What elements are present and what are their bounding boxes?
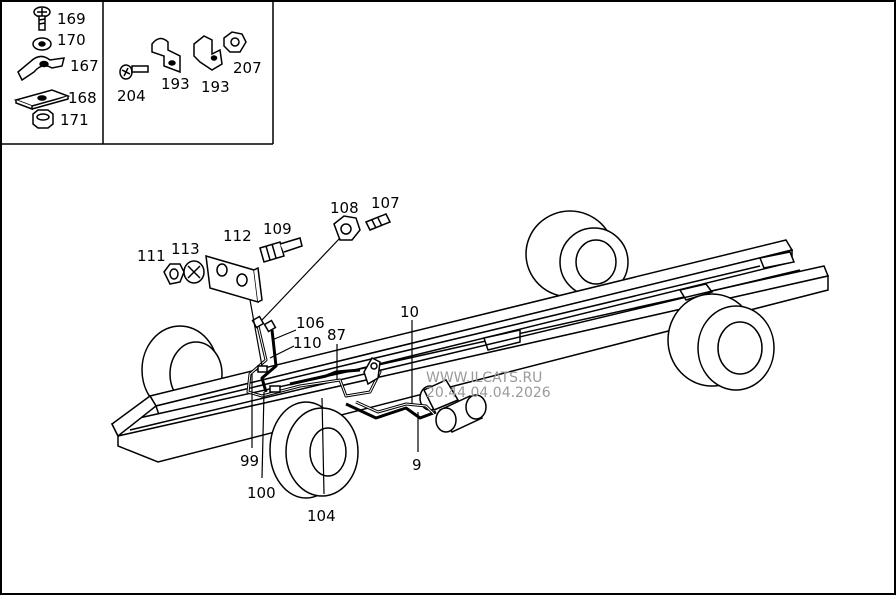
watermark-line2: 20.44 04.04.2026 <box>426 385 551 401</box>
callout-9: 9 <box>412 456 422 474</box>
clip-193a-icon <box>151 37 181 74</box>
legend-label-193b: 193 <box>201 78 230 96</box>
callout-104: 104 <box>307 507 336 525</box>
legend-label-167: 167 <box>70 57 99 75</box>
watermark-line1: WWW.ILCATS.RU <box>426 370 542 386</box>
legend-label-170: 170 <box>57 31 86 49</box>
callout-106: 106 <box>296 314 325 332</box>
legend-label-169: 169 <box>57 10 86 28</box>
callout-108: 108 <box>330 199 359 217</box>
nut-108-icon <box>333 215 361 241</box>
nut-171-icon <box>32 109 54 129</box>
valve-block <box>363 357 381 386</box>
screw-204-icon <box>119 64 149 80</box>
fitting-107-icon <box>364 213 392 231</box>
brake-lines-inner <box>247 325 435 415</box>
callout-113: 113 <box>171 240 200 258</box>
washer-113-icon <box>183 260 205 284</box>
callout-10: 10 <box>400 303 419 321</box>
rear-near-wheel <box>667 293 775 391</box>
union-109-icon <box>259 237 303 263</box>
leader-lines <box>249 237 419 495</box>
nut-207-icon <box>223 31 247 53</box>
callout-112: 112 <box>223 227 252 245</box>
legend-label-168: 168 <box>68 89 97 107</box>
rear-far-wheel <box>525 210 629 298</box>
washer-170-icon <box>32 37 52 51</box>
clamp-167-icon <box>17 55 65 82</box>
tank-assembly <box>419 379 487 433</box>
front-near-wheel <box>269 401 359 499</box>
plate-168-icon <box>13 89 71 111</box>
legend-label-193a: 193 <box>161 75 190 93</box>
callout-99: 99 <box>240 452 259 470</box>
callout-111: 111 <box>137 247 166 265</box>
legend-panel <box>1 1 274 145</box>
legend-label-204: 204 <box>117 87 146 105</box>
screw-169-icon <box>33 6 51 31</box>
nut-111-icon <box>163 263 185 285</box>
legend-label-171: 171 <box>60 111 89 129</box>
callout-87: 87 <box>327 326 346 344</box>
callout-100: 100 <box>247 484 276 502</box>
callout-107: 107 <box>371 194 400 212</box>
clip-193b-icon <box>193 35 223 71</box>
callout-109: 109 <box>263 220 292 238</box>
callout-110: 110 <box>293 334 322 352</box>
legend-label-207: 207 <box>233 59 262 77</box>
plate-112-icon <box>205 254 263 304</box>
